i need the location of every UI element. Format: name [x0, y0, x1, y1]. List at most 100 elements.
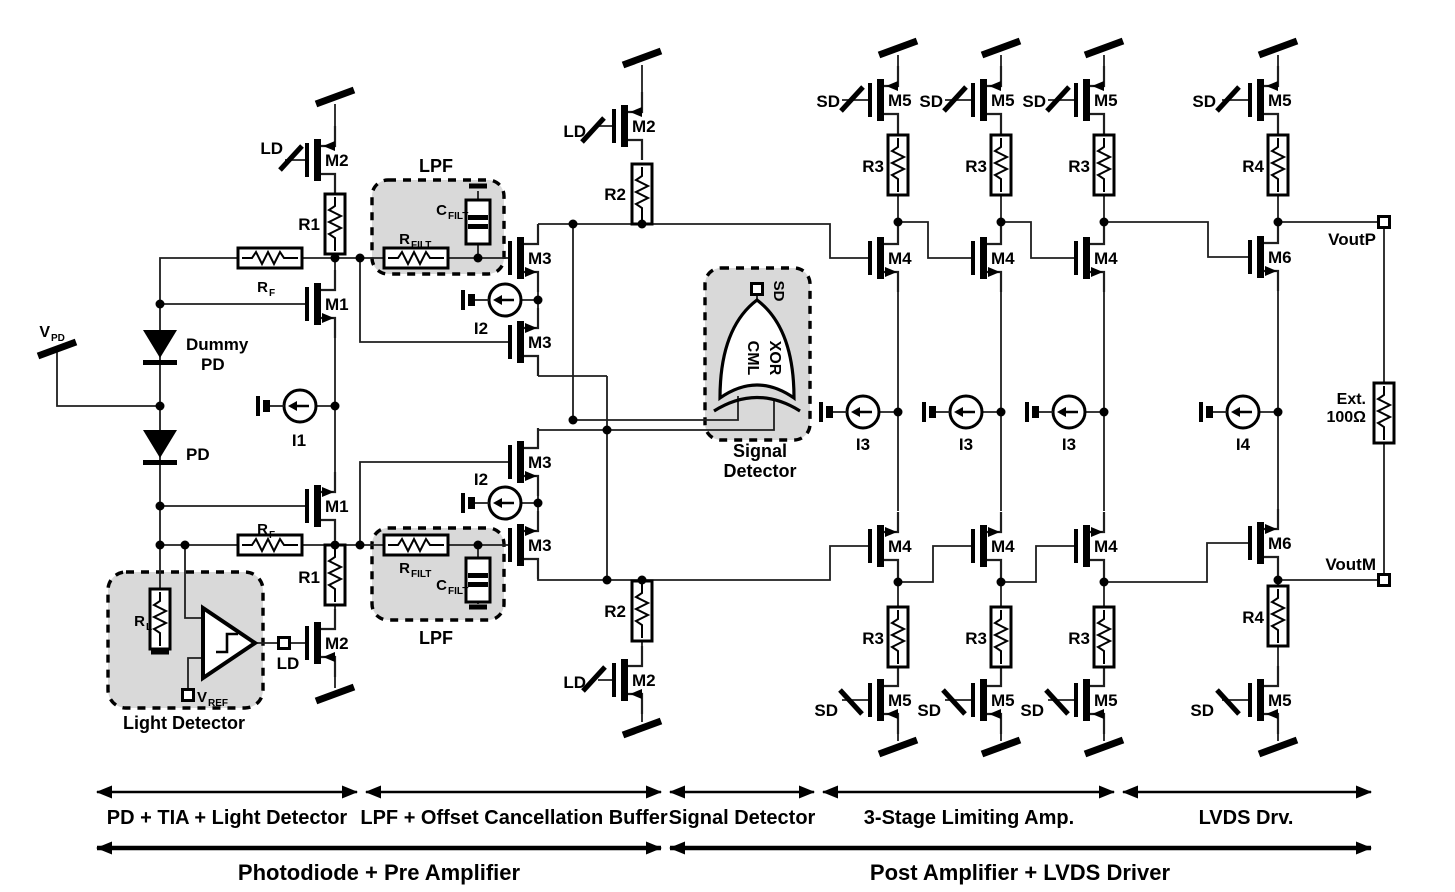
- m5-label: M5: [1094, 691, 1118, 710]
- rf-sub: F: [269, 530, 275, 541]
- m4-label: M4: [991, 249, 1015, 268]
- m3-label: M3: [528, 453, 552, 472]
- r3-label: R3: [965, 157, 987, 176]
- i3-label: I3: [959, 435, 973, 454]
- resistor-rl: [148, 587, 172, 651]
- resistor-r3-bot3: [1092, 605, 1116, 669]
- m5-label: M5: [888, 691, 912, 710]
- dummy-pd-label-1: Dummy: [186, 335, 249, 354]
- capacitor-cfilt-top: [464, 198, 492, 246]
- signal-detector-title-1: Signal: [733, 441, 787, 461]
- pd-label: PD: [186, 445, 210, 464]
- r1-label: R1: [298, 215, 320, 234]
- resistor-r1-bottom: [323, 543, 347, 607]
- cfilt-sub: FILT: [448, 586, 468, 597]
- light-detector-block: [106, 570, 265, 710]
- cfilt-sub: FILT: [448, 211, 468, 222]
- r2-label: R2: [604, 602, 626, 621]
- rf-label: R: [257, 279, 268, 296]
- sd-label: SD: [1020, 701, 1044, 720]
- r4-label: R4: [1242, 157, 1264, 176]
- vref-label: V: [197, 689, 207, 706]
- light-detector-comparator: [201, 604, 259, 682]
- resistor-r4-top: [1266, 133, 1290, 197]
- rfilt-sub: FILT: [411, 240, 431, 251]
- r3-label: R3: [862, 157, 884, 176]
- resistor-r3-bot1: [886, 605, 910, 669]
- rfilt-label: R: [399, 560, 410, 577]
- ld-label: LD: [563, 673, 586, 692]
- sd-label: SD: [917, 701, 941, 720]
- resistor-r2-top: [630, 162, 654, 226]
- labels: V PD Dummy PD PD LD LD LD LD M2 M1 M1 M2…: [39, 91, 1376, 733]
- m3-label: M3: [528, 333, 552, 352]
- light-detector-title: Light Detector: [123, 713, 245, 733]
- i2-label: I2: [474, 470, 488, 489]
- r3-label: R3: [1068, 157, 1090, 176]
- r2-label: R2: [604, 185, 626, 204]
- ld-label: LD: [260, 139, 283, 158]
- m3-label: M3: [528, 249, 552, 268]
- section-label-5: LVDS Drv.: [1199, 807, 1294, 829]
- m2-label: M2: [632, 117, 656, 136]
- resistor-r3-top2: [989, 133, 1013, 197]
- xor-label-1: CML: [744, 341, 761, 376]
- m5-label: M5: [1268, 691, 1292, 710]
- resistor-r3-bot2: [989, 605, 1013, 669]
- sd-label: SD: [1022, 92, 1046, 111]
- port-voutm: [1377, 573, 1391, 587]
- m2-label: M2: [632, 671, 656, 690]
- current-source-i3-2-icon: [948, 394, 984, 430]
- port-sd: [750, 282, 764, 296]
- section-label-2: LPF + Offset Cancellation Buffer: [360, 807, 667, 829]
- vpd-label: V: [39, 324, 50, 341]
- m5-label: M5: [1094, 91, 1118, 110]
- section-label-1: PD + TIA + Light Detector: [107, 807, 348, 829]
- hysteresis-icon: [216, 632, 238, 654]
- rl-label: R: [134, 613, 145, 630]
- cml-xor-gate: [713, 297, 801, 413]
- cfilt-label: C: [436, 577, 447, 594]
- m5-label: M5: [888, 91, 912, 110]
- rl-sub: L: [146, 622, 152, 633]
- sd-label: SD: [919, 92, 943, 111]
- r4-label: R4: [1242, 608, 1264, 627]
- current-source-i1-icon: [282, 388, 318, 424]
- i3-label: I3: [1062, 435, 1076, 454]
- cfilt-bottom-gnd-icon: [469, 604, 487, 610]
- current-source-i3-3-icon: [1051, 394, 1087, 430]
- r1-label: R1: [298, 568, 320, 587]
- current-source-i2-top-icon: [487, 282, 523, 318]
- port-vref: [181, 688, 195, 702]
- signal-detector-title-2: Detector: [723, 461, 796, 481]
- vref-sub: REF: [208, 698, 228, 709]
- r3-label: R3: [1068, 629, 1090, 648]
- group-label-2: Post Amplifier + LVDS Driver: [870, 860, 1171, 885]
- cfilt-label: C: [436, 202, 447, 219]
- lpf-title: LPF: [419, 628, 453, 648]
- sd-label: SD: [816, 92, 840, 111]
- section-label-4: 3-Stage Limiting Amp.: [864, 807, 1074, 829]
- m4-label: M4: [888, 249, 912, 268]
- vpd-sub: PD: [51, 333, 65, 344]
- m5-label: M5: [991, 691, 1015, 710]
- resistor-rfilt-top: [382, 246, 450, 270]
- rf-sub: F: [269, 288, 275, 299]
- resistor-r4-bottom: [1266, 584, 1290, 648]
- port-ld: [277, 636, 291, 650]
- m2-label: M2: [325, 634, 349, 653]
- ext-label-2: 100Ω: [1326, 409, 1366, 426]
- i2-label: I2: [474, 319, 488, 338]
- m1-label: M1: [325, 295, 349, 314]
- m2-label: M2: [325, 151, 349, 170]
- ld-label: LD: [563, 122, 586, 141]
- rl-gnd-icon: [151, 649, 169, 655]
- cfilt-top-rail-icon: [469, 183, 487, 189]
- section-arrows: PD + TIA + Light Detector LPF + Offset C…: [96, 785, 1372, 885]
- current-source-i4-icon: [1225, 394, 1261, 430]
- resistor-rf-top: [236, 246, 304, 270]
- m3-label: M3: [528, 536, 552, 555]
- sd-label: SD: [1192, 92, 1216, 111]
- port-voutp: [1377, 215, 1391, 229]
